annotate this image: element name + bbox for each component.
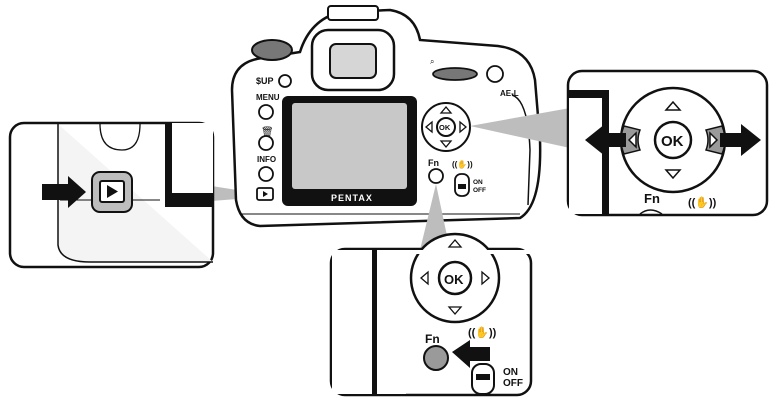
right-arrow-left <box>585 124 626 156</box>
bottom-fn-button[interactable] <box>423 345 449 371</box>
flash-up-button[interactable] <box>278 74 292 88</box>
right-arrow-right <box>720 124 761 156</box>
right-fn-label: Fn <box>644 191 660 206</box>
flash-up-label: $UP <box>256 76 274 86</box>
left-press-arrow <box>42 176 86 208</box>
off-label: OFF <box>473 187 486 194</box>
bottom-ok-label: OK <box>444 272 464 287</box>
lcd-screen <box>292 103 407 189</box>
menu-label: MENU <box>256 93 280 102</box>
ok-label: OK <box>439 123 451 132</box>
four-way-controller[interactable]: OK <box>421 102 471 152</box>
left-callout-body-edge <box>57 124 213 263</box>
ok-button[interactable] <box>436 117 456 137</box>
fn-label: Fn <box>428 158 439 168</box>
bottom-shake-icon: ((✋)) <box>468 326 497 339</box>
mode-dial[interactable] <box>251 39 293 61</box>
bottom-callout-connector <box>420 184 450 250</box>
viewfinder-window <box>329 43 377 79</box>
bottom-on-label: ON <box>503 367 518 378</box>
right-callout: OK Fn ((✋)) <box>470 69 769 217</box>
delete-icon: 🗑 <box>261 126 274 138</box>
shake-reduction-icon: ((✋)) <box>452 159 473 169</box>
info-label: INFO <box>257 155 276 164</box>
info-button[interactable] <box>258 166 274 182</box>
playback-button-icon <box>263 191 268 197</box>
bottom-off-label: OFF <box>503 378 523 389</box>
bottom-ok-button[interactable] <box>437 260 473 296</box>
e-dial[interactable] <box>432 67 478 81</box>
right-ok-button[interactable] <box>653 120 693 160</box>
fn-button[interactable] <box>428 168 444 184</box>
bottom-callout: OK Fn ((✋)) ON OFF <box>329 184 533 397</box>
bottom-fn-label: Fn <box>425 332 440 346</box>
delete-button[interactable] <box>258 135 274 151</box>
bottom-press-arrow <box>452 340 490 368</box>
ae-lock-label: AE-L <box>500 89 519 98</box>
on-label: ON <box>473 179 483 186</box>
ae-lock-button[interactable] <box>486 65 504 83</box>
playback-icon <box>107 185 118 198</box>
left-callout <box>8 121 250 269</box>
brand-logo: PENTAX <box>331 193 373 203</box>
camera-body: $UP ⌕ AE-L MENU 🗑 INFO PENTAX OK <box>230 5 542 228</box>
svg-text:⌕: ⌕ <box>430 57 434 66</box>
right-shake-icon: ((✋)) <box>688 196 717 209</box>
right-ok-label: OK <box>661 133 684 150</box>
right-callout-connector <box>470 108 570 148</box>
menu-button[interactable] <box>258 104 274 120</box>
